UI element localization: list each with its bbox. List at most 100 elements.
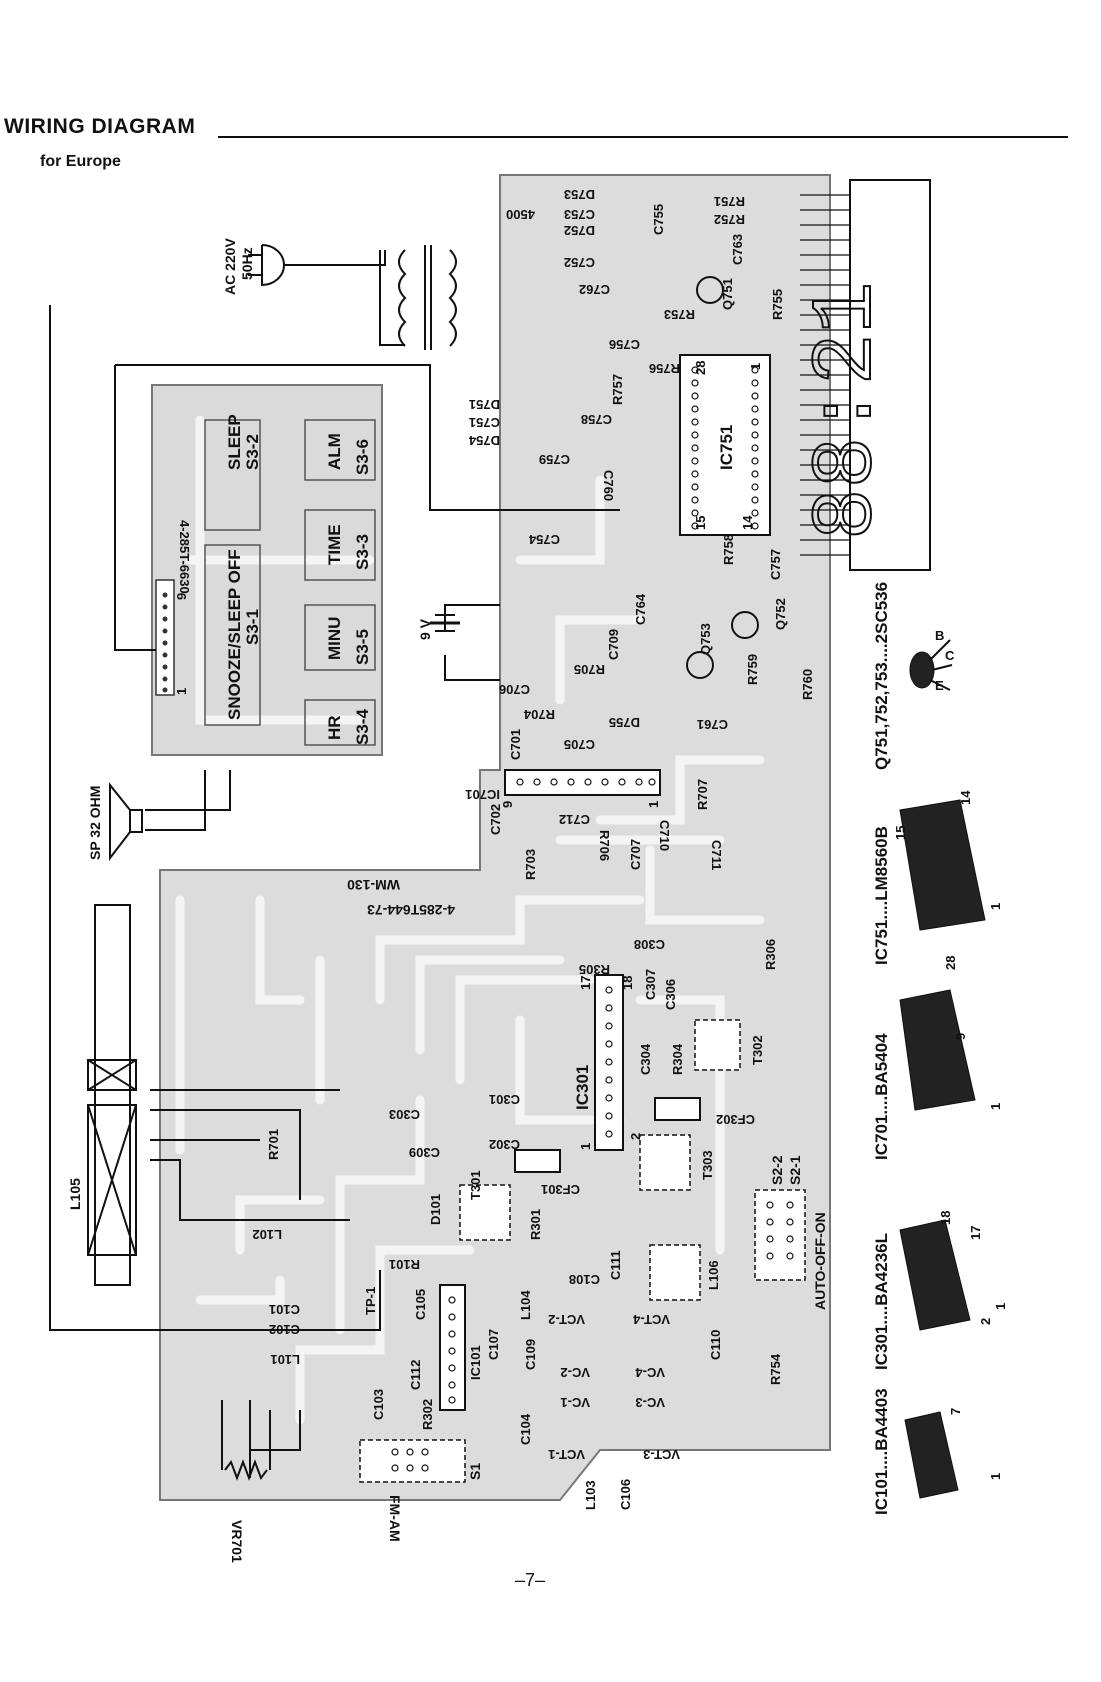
board-mark-4500: 4500 [506,207,535,222]
label-c109: C109 [523,1339,538,1370]
ic751-pins [691,366,759,530]
legend-ic301-pin-2: 2 [978,1318,993,1325]
ic301-pin-17: 17 [578,976,593,990]
ic701-pin-9: 9 [500,801,515,808]
label-r101: R101 [389,1257,420,1272]
ic751-pin-14: 14 [740,515,755,530]
legend-pin-b: B [935,628,944,643]
connector-pin-1: 1 [174,688,189,695]
ac-plug-icon [248,244,386,287]
label-d101: D101 [428,1194,443,1225]
label-c707: C707 [628,839,643,870]
label-c106: C106 [618,1479,633,1510]
auto-off-on-switch [754,1189,806,1281]
speaker-icon [109,782,143,861]
switch-ref-s3-1: S3-1 [243,609,262,645]
label-c701: C701 [508,729,523,760]
legend-ic701-pin-1: 1 [988,1103,1003,1110]
vr701-icon [221,1400,271,1481]
label-r753: R753 [664,307,695,322]
label-r760: R760 [800,669,815,700]
board-mark-wm130: WM-130 [347,877,400,893]
label-q752: Q752 [773,598,788,630]
label-c755: C755 [651,204,666,235]
label-c710: C710 [657,820,672,851]
label-r304: R304 [670,1043,685,1075]
legend-part-sketches [899,639,986,1499]
battery-icon [430,614,460,632]
ic101-pins [448,1296,456,1404]
label-c751: C751 [469,415,500,430]
transistor-icons [686,276,759,679]
label-vc4: VC-4 [635,1365,665,1380]
label-l106: L106 [706,1260,721,1290]
s2-1-label: S2-1 [787,1155,803,1185]
band-switch-label: FM-AM [387,1495,403,1542]
label-ic301: IC301 [573,1065,592,1110]
label-c754: C754 [528,532,560,547]
label-c760: C760 [601,470,616,501]
legend-ic701: IC701....BA5404 [872,1033,891,1160]
label-c307: C307 [643,969,658,1000]
label-t301: T301 [468,1170,483,1200]
legend-pin-e: E [935,678,944,693]
label-r305: R305 [579,962,610,977]
switch-ref-s3-6: S3-6 [353,439,372,475]
legend-pin-c: C [945,648,955,663]
label-ic751: IC751 [717,425,736,470]
page-number: –7– [515,1570,546,1590]
label-r755: R755 [770,289,785,320]
legend-ic751-pin-1: 1 [988,903,1003,910]
ic301-pin-1: 1 [578,1143,593,1150]
legend-ic301-pin-17: 17 [968,1226,983,1240]
label-q751: Q751 [720,278,735,310]
power-transformer [379,245,457,350]
page-subtitle: for Europe [40,153,121,170]
label-l103: L103 [583,1480,598,1510]
label-c753: C753 [564,207,595,222]
s2-2-label: S2-2 [769,1155,785,1185]
label-cf302: CF302 [716,1112,755,1127]
battery-label: 9 V [417,618,433,640]
switch-ref-s3-4: S3-4 [353,709,372,745]
label-d754: D754 [468,433,500,448]
label-c111: C111 [608,1250,623,1280]
label-c758: C758 [581,412,612,427]
fm-am-switch [359,1439,466,1483]
clock-display [849,179,931,571]
label-c757: C757 [768,549,783,580]
label-c108: C108 [569,1272,600,1287]
label-r706: R706 [597,830,612,861]
ic701-pin-1: 1 [646,801,661,808]
label-r759: R759 [745,654,760,685]
legend-ic751-pin-14: 14 [958,790,973,805]
label-c112: C112 [408,1360,423,1390]
label-c301: C301 [489,1092,520,1107]
label-cf301: CF301 [541,1182,580,1197]
switch-ref-s3-2: S3-2 [243,434,262,470]
label-r758: R758 [721,534,736,565]
switch-ref-s3-5: S3-5 [353,629,372,665]
label-c110: C110 [708,1330,723,1360]
label-c306: C306 [663,979,678,1010]
switch-name-time: TIME [325,524,344,565]
label-r757: R757 [610,374,625,405]
switch-outlines [204,419,376,746]
label-r751: R751 [714,194,745,209]
switch-connector [155,579,175,696]
legend-ic701-pin-9: 9 [953,1033,968,1040]
ic701-pins [516,778,656,786]
ferrite-antenna [87,904,137,1286]
fm-am-switch-pins [391,1448,429,1472]
label-r754: R754 [768,1353,783,1385]
label-vc1: VC-1 [560,1395,590,1410]
switch-name-minu: MINU [325,617,344,660]
label-q753: Q753 [698,623,713,655]
label-r752: R752 [714,212,745,227]
s1-label: S1 [467,1463,483,1480]
board-mark-part-number: 4-285T644-73 [367,902,455,918]
label-r705: R705 [574,662,605,677]
legend-ic101-pin-7: 7 [948,1408,963,1415]
auto-switch-pins [766,1201,794,1260]
